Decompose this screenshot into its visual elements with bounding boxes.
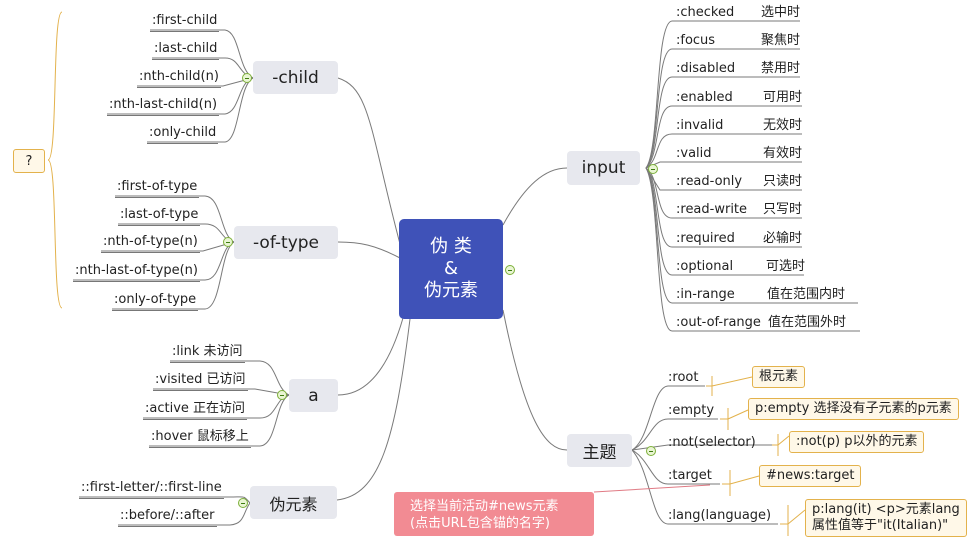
leaf-link[interactable]: :link 未访问 <box>170 343 245 363</box>
leaf-not-selector[interactable]: :not(selector) <box>668 435 756 450</box>
question-label: ? <box>25 153 33 169</box>
leaf-disabled[interactable]: :disabled <box>676 61 736 76</box>
central-topic-line1: 伪 类 <box>430 236 472 257</box>
subtopic-a-label: a <box>308 385 319 406</box>
subtopic-a[interactable]: a <box>289 379 338 412</box>
central-topic-line3: 伪元素 <box>424 280 478 301</box>
question-bracket <box>47 11 63 309</box>
leaf-read-only-desc: 只读时 <box>763 174 803 189</box>
leaf-in-range-desc: 值在范围内时 <box>767 287 846 302</box>
central-topic-line2: & <box>443 258 459 279</box>
collapse-toggle-icon[interactable] <box>648 164 658 174</box>
leaf-visited[interactable]: :visited 已访问 <box>153 371 248 391</box>
note-lang-line2: 属性值等于"it(Italian)" <box>812 518 949 533</box>
leaf-in-range[interactable]: :in-range <box>676 287 735 302</box>
link-theme <box>502 309 568 451</box>
collapse-toggle-icon[interactable] <box>505 265 515 275</box>
note-empty[interactable]: p:empty 选择没有子元素的p元素 <box>748 398 959 420</box>
leaf-valid-desc: 有效时 <box>763 146 803 161</box>
subtopic-theme[interactable]: 主题 <box>567 434 632 467</box>
leaf-nth-last-child[interactable]: :nth-last-child(n) <box>107 96 220 116</box>
leaf-last-of-type[interactable]: :last-of-type <box>118 206 201 226</box>
leaf-disabled-desc: 禁用时 <box>761 61 801 76</box>
note-lang[interactable]: p:lang(it) <p>元素lang 属性值等于"it(Italian)" <box>805 499 967 537</box>
link-pseudo <box>336 318 411 501</box>
collapse-toggle-icon[interactable] <box>646 446 656 456</box>
leaf-target[interactable]: :target <box>668 468 712 483</box>
leaf-before-after[interactable]: ::before/::after <box>118 507 217 527</box>
subtopic-child-label: -child <box>272 67 319 88</box>
leaf-last-child[interactable]: :last-child <box>152 40 220 60</box>
leaf-only-child[interactable]: :only-child <box>147 124 219 144</box>
leaf-checked[interactable]: :checked <box>676 5 735 20</box>
subtopic-of-type[interactable]: -of-type <box>234 226 338 259</box>
collapse-toggle-icon[interactable] <box>242 73 252 83</box>
link-input <box>502 167 568 226</box>
subtopic-input[interactable]: input <box>567 151 640 185</box>
leaf-enabled[interactable]: :enabled <box>676 90 733 105</box>
subtopic-child[interactable]: -child <box>253 61 338 94</box>
popup-line1: 选择当前活动#news元素 <box>410 499 559 514</box>
leaf-read-write[interactable]: :read-write <box>676 202 748 217</box>
leaf-read-only[interactable]: :read-only <box>676 174 743 189</box>
leaf-lang[interactable]: :lang(language) <box>668 508 772 523</box>
collapse-toggle-icon[interactable] <box>238 498 248 508</box>
leaf-optional-desc: 可选时 <box>766 259 806 274</box>
leaf-nth-child[interactable]: :nth-child(n) <box>137 68 221 88</box>
leaf-first-of-type[interactable]: :first-of-type <box>115 178 200 198</box>
leaf-required-desc: 必输时 <box>763 231 803 246</box>
question-callout[interactable]: ? <box>13 149 45 173</box>
leaf-enabled-desc: 可用时 <box>763 90 803 105</box>
leaf-focus-desc: 聚焦时 <box>761 33 801 48</box>
popup-line2: (点击URL包含锚的名字) <box>410 516 550 531</box>
leaf-nth-of-type[interactable]: :nth-of-type(n) <box>101 233 200 253</box>
note-root[interactable]: 根元素 <box>752 366 806 388</box>
link-a <box>337 317 404 396</box>
collapse-toggle-icon[interactable] <box>277 390 287 400</box>
subtopic-pseudo-element-label: 伪元素 <box>269 494 318 514</box>
leaf-nth-last-of-type[interactable]: :nth-last-of-type(n) <box>73 262 200 282</box>
leaf-checked-desc: 选中时 <box>761 5 801 20</box>
subtopic-theme-label: 主题 <box>582 443 617 463</box>
leaf-only-of-type[interactable]: :only-of-type <box>112 291 199 311</box>
leaf-first-letter-line[interactable]: ::first-letter/::first-line <box>79 479 224 499</box>
leaf-read-write-desc: 只写时 <box>763 202 803 217</box>
leaf-root[interactable]: :root <box>668 370 699 385</box>
subtopic-input-label: input <box>581 158 626 178</box>
leaf-out-of-range-desc: 值在范围外时 <box>768 315 847 330</box>
leaf-hover[interactable]: :hover 鼠标移上 <box>149 428 251 448</box>
leaf-required[interactable]: :required <box>676 231 735 246</box>
leaf-active[interactable]: :active 正在访问 <box>143 400 248 420</box>
leaf-first-child[interactable]: :first-child <box>150 12 220 32</box>
note-lang-line1: p:lang(it) <p>元素lang <box>812 502 960 517</box>
subtopic-of-type-label: -of-type <box>252 232 320 253</box>
leaf-optional[interactable]: :optional <box>676 259 734 274</box>
link-child <box>337 77 401 245</box>
leaf-focus[interactable]: :focus <box>676 33 716 48</box>
leaf-invalid-desc: 无效时 <box>763 118 803 133</box>
target-hint-popup[interactable]: 选择当前活动#news元素 (点击URL包含锚的名字) <box>394 492 594 536</box>
note-target[interactable]: #news:target <box>759 465 862 487</box>
subtopic-pseudo-element[interactable]: 伪元素 <box>250 486 337 519</box>
link-of-type <box>337 241 401 259</box>
note-not[interactable]: :not(p) p以外的元素 <box>789 431 925 453</box>
collapse-toggle-icon[interactable] <box>223 237 233 247</box>
central-topic[interactable]: 伪 类 & 伪元素 <box>399 219 503 319</box>
leaf-invalid[interactable]: :invalid <box>676 118 724 133</box>
leaf-valid[interactable]: :valid <box>676 146 712 161</box>
leaf-empty[interactable]: :empty <box>668 403 715 418</box>
leaf-out-of-range[interactable]: :out-of-range <box>676 315 761 330</box>
